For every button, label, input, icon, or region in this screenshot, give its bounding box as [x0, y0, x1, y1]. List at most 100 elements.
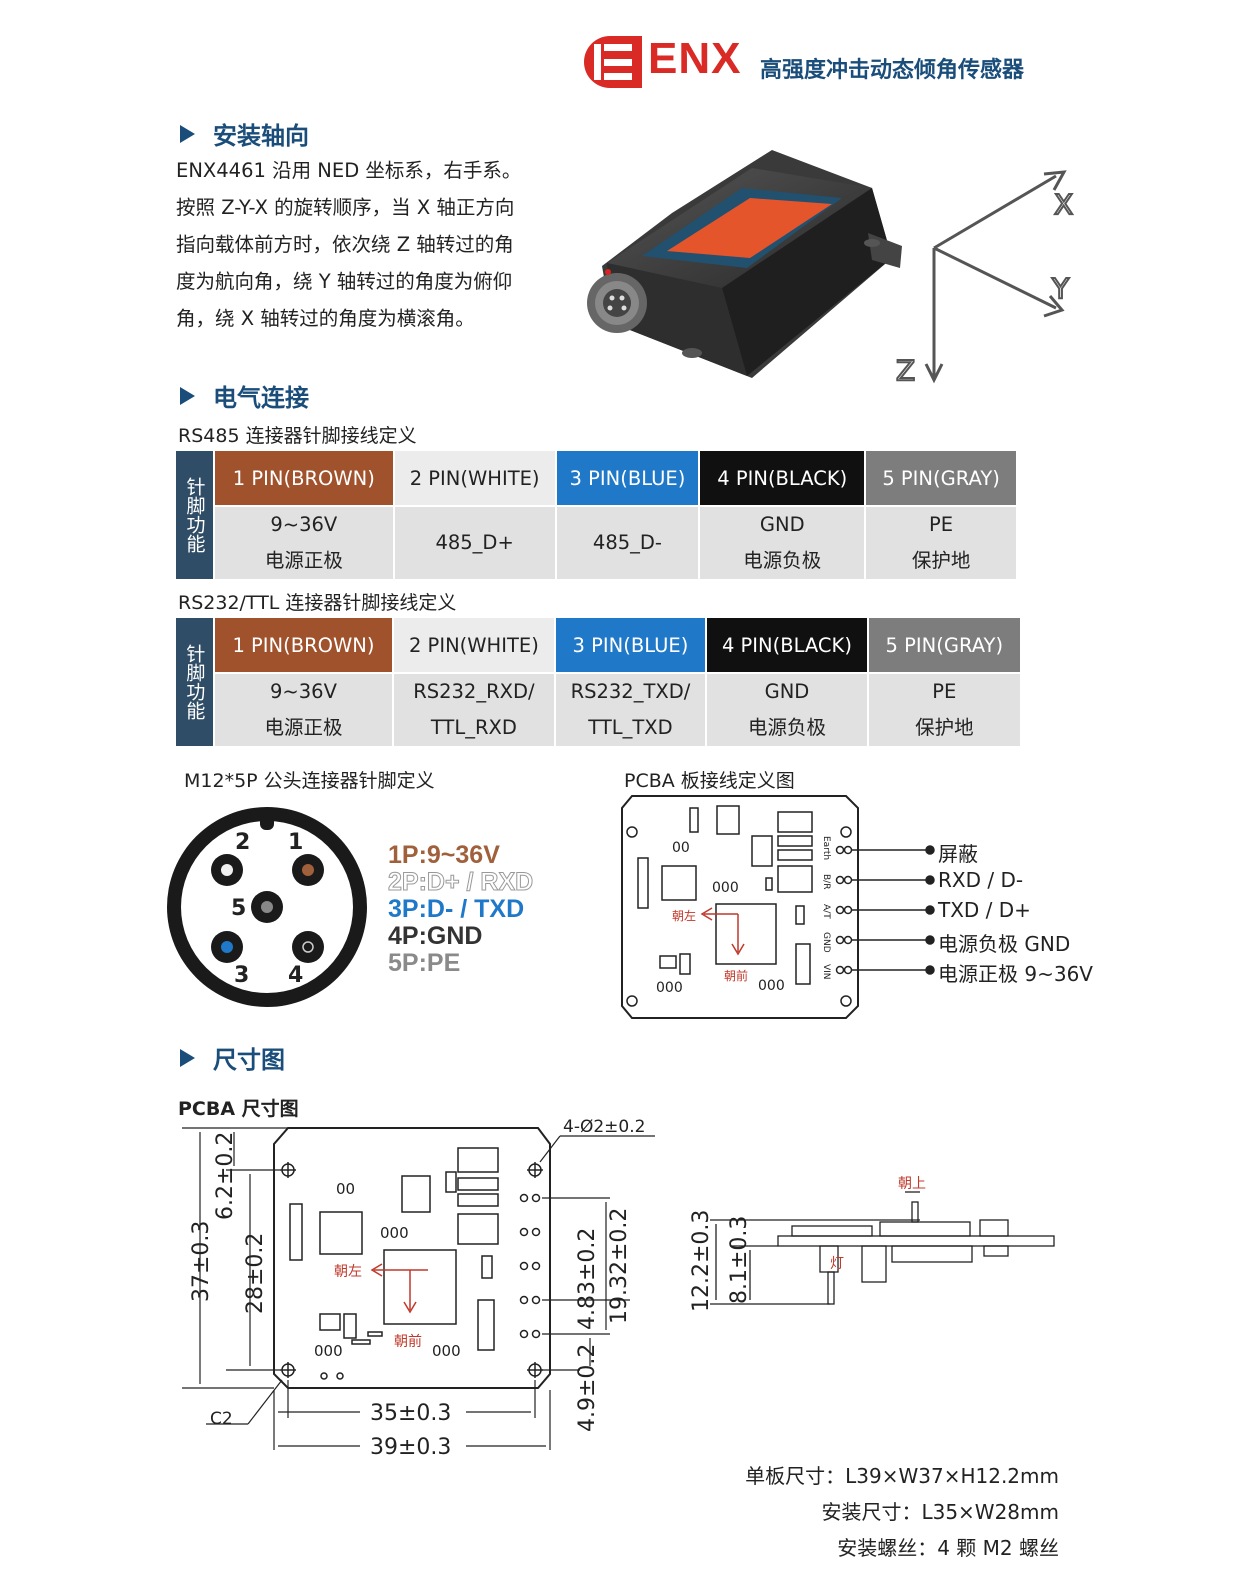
svg-text:000: 000 — [712, 880, 739, 896]
pin-number: 1 — [288, 830, 303, 855]
pad-label: A/T — [821, 904, 831, 919]
dim-arrow-left: 朝左 — [334, 1264, 362, 1280]
pcba-dimension-drawing: 00 000 000 000 朝左 朝前 — [170, 1117, 670, 1463]
dim-28: 28±0.2 — [243, 1233, 268, 1314]
pin-header: 2 PIN(WHITE) — [393, 451, 557, 507]
m12-connector-icon: 1 2 3 4 5 — [167, 807, 367, 1007]
m12-connector-diagram: 1 2 3 4 5 — [160, 802, 380, 1012]
legend-item: 2P:D+ / RXD — [387, 868, 534, 896]
cell-line: 9~36V — [270, 680, 337, 703]
rs485-caption: RS485 连接器针脚接线定义 — [178, 425, 417, 447]
section-title-text: 电气连接 — [213, 384, 309, 412]
rs485-pin-table: 针脚功能 1 PIN(BROWN) 2 PIN(WHITE) 3 PIN(BLU… — [176, 451, 1018, 581]
pcba-dimension-icon: 00 000 000 000 朝左 朝前 — [182, 1117, 655, 1460]
dim-39: 39±0.3 — [370, 1435, 451, 1460]
legend-item: 5P:PE — [388, 949, 461, 977]
mount-description: ENX4461 沿用 NED 坐标系，右手系。 按照 Z-Y-X 的旋转顺序，当… — [176, 152, 556, 337]
pin-number: 2 — [235, 830, 250, 855]
dim-c2: C2 — [210, 1409, 233, 1429]
wire-label: 电源负极 GND — [938, 932, 1071, 956]
legend-item: 4P:GND — [388, 922, 483, 950]
triangle-bullet-icon — [180, 386, 195, 405]
pin-header: 1 PIN(BROWN) — [213, 451, 395, 507]
coordinate-axes-icon: X Y Z — [895, 170, 1074, 388]
arrow-front-label: 朝前 — [724, 968, 748, 983]
rs232-pin-table: 针脚功能 1 PIN(BROWN) 2 PIN(WHITE) 3 PIN(BLU… — [176, 618, 1023, 748]
triangle-bullet-icon — [180, 1048, 195, 1067]
dim-4-83: 4.83±0.2 — [575, 1228, 600, 1330]
svg-text:00: 00 — [672, 840, 690, 856]
description-line: 度为航向角，绕 Y 轴转过的角度为俯仰 — [176, 270, 513, 293]
arrow-left-label: 朝左 — [672, 908, 696, 923]
cell-line: 电源正极 — [264, 716, 343, 739]
cell-line: RS232_RXD/ — [413, 680, 535, 703]
description-line: 角，绕 X 轴转过的角度为横滚角。 — [176, 307, 475, 330]
cell-line: 电源正极 — [264, 549, 343, 572]
cell-line: PE — [932, 680, 957, 703]
page-title: 高强度冲击动态倾角传感器 — [760, 58, 1025, 83]
pin-cell: RS232_TXD/TTL_TXD — [554, 673, 708, 748]
svg-text:000: 000 — [314, 1342, 343, 1360]
pin-number: 4 — [288, 963, 303, 988]
wire-label: TXD / D+ — [938, 898, 1031, 922]
spec-line: 单板尺寸：L39×W37×H12.2mm — [745, 1464, 1059, 1488]
cell-line: TTL_RXD — [430, 716, 517, 739]
pin-number: 3 — [234, 963, 249, 988]
section-title-text: 安装轴向 — [213, 122, 309, 150]
dim-4-9: 4.9±0.2 — [575, 1344, 600, 1432]
pin-cell: 9~36V 电源正极 — [213, 506, 395, 581]
dim-12-2: 12.2±0.3 — [689, 1210, 714, 1312]
pin-header: 4 PIN(BLACK) — [706, 618, 869, 674]
svg-text:00: 00 — [336, 1180, 355, 1198]
pin-header: 4 PIN(BLACK) — [699, 451, 867, 507]
cell-line: GND — [764, 680, 810, 703]
brand-logo — [582, 34, 644, 90]
pad-label: B/R — [821, 874, 831, 889]
pin-header: 2 PIN(WHITE) — [393, 618, 556, 674]
sensor-device-icon — [587, 150, 902, 378]
sensor-illustration — [572, 138, 912, 388]
dim-35: 35±0.3 — [370, 1401, 451, 1426]
pad-label: Earth — [821, 836, 831, 860]
enx-logo-icon — [584, 36, 642, 88]
pin-function-side-label: 针脚功能 — [176, 451, 215, 581]
cell-line: 485_D+ — [435, 531, 514, 554]
pin-cell: RS232_RXD/TTL_RXD — [393, 673, 556, 748]
pin-number: 5 — [231, 896, 246, 921]
m12-legend: 1P:9~36V 2P:D+ / RXD 3P:D- / TXD 4P:GND … — [387, 841, 534, 977]
pcba-wiring-diagram: 00 000 000 000 朝左 朝前 Earth B/R A/T GND V… — [620, 794, 1120, 1024]
wire-label: RXD / D- — [938, 868, 1024, 892]
axes-diagram: X Y Z — [895, 168, 1086, 388]
axis-z-label: Z — [896, 354, 915, 387]
lamp-label: 灯 — [830, 1256, 844, 1272]
legend-item: 1P:9~36V — [388, 841, 500, 869]
axis-y-label: Y — [1051, 272, 1070, 305]
svg-text:000: 000 — [758, 978, 785, 994]
dim-37: 37±0.3 — [189, 1221, 214, 1302]
section-title-electrical: 电气连接 — [180, 378, 309, 413]
dim-6-2: 6.2±0.2 — [213, 1132, 238, 1220]
pin-header: 3 PIN(BLUE) — [555, 451, 701, 507]
triangle-bullet-icon — [180, 124, 195, 143]
svg-text:000: 000 — [656, 980, 683, 996]
svg-text:000: 000 — [380, 1224, 409, 1242]
pin-function-side-label: 针脚功能 — [176, 618, 215, 748]
pin-header: 3 PIN(BLUE) — [554, 618, 708, 674]
pad-label: GND — [821, 932, 831, 953]
cell-line: 保护地 — [915, 716, 974, 739]
cell-line: PE — [929, 513, 954, 536]
cell-line: 9~36V — [270, 513, 338, 536]
description-line: 指向载体前方时，依次绕 Z 轴转过的角 — [176, 233, 514, 256]
pcba-side-view: 12.2±0.3 8.1±0.3 朝上 灯 — [680, 1164, 1070, 1314]
pad-label: VIN — [821, 964, 831, 980]
pcba-side-view-icon: 12.2±0.3 8.1±0.3 朝上 灯 — [689, 1176, 1055, 1312]
wire-label: 电源正极 9~36V — [938, 962, 1093, 986]
section-title-dimensions: 尺寸图 — [180, 1040, 285, 1075]
pin-cell: PE 保护地 — [867, 673, 1023, 748]
section-title-mount: 安装轴向 — [180, 116, 309, 151]
dim-19-32: 19.32±0.2 — [607, 1208, 632, 1324]
cell-line: TTL_TXD — [588, 716, 673, 739]
